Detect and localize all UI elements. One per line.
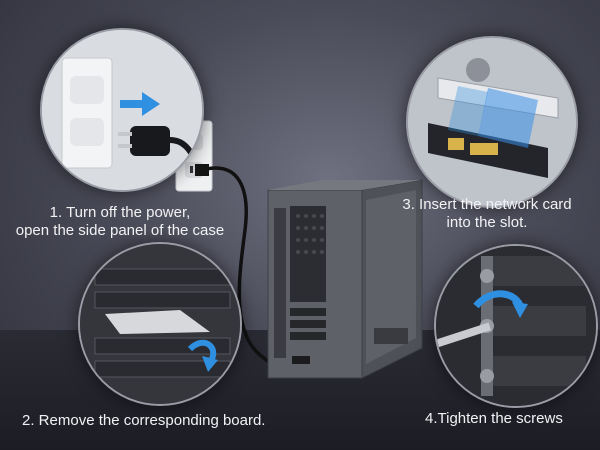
arrow-right-icon [120, 92, 160, 116]
pc-case-icon [267, 179, 423, 379]
step3-network-card-closeup [406, 36, 578, 208]
step1-label: 1. Turn off the power, open the side pan… [15, 204, 225, 239]
step2-slot-cover-closeup [78, 242, 242, 406]
power-outlet-icon [61, 57, 113, 169]
screwdriver-icon [436, 322, 492, 348]
step2-label: 2. Remove the corresponding board. [22, 412, 266, 429]
step4-label: 4.Tighten the screws [425, 410, 563, 427]
rotate-arrow-icon [473, 290, 528, 318]
step1-outlet-closeup [40, 28, 204, 192]
step3-label: 3. Insert the network card into the slot… [402, 196, 572, 231]
rotate-arrow-icon [187, 339, 218, 372]
network-card-icon [428, 123, 548, 178]
step4-screw-closeup [434, 244, 598, 408]
